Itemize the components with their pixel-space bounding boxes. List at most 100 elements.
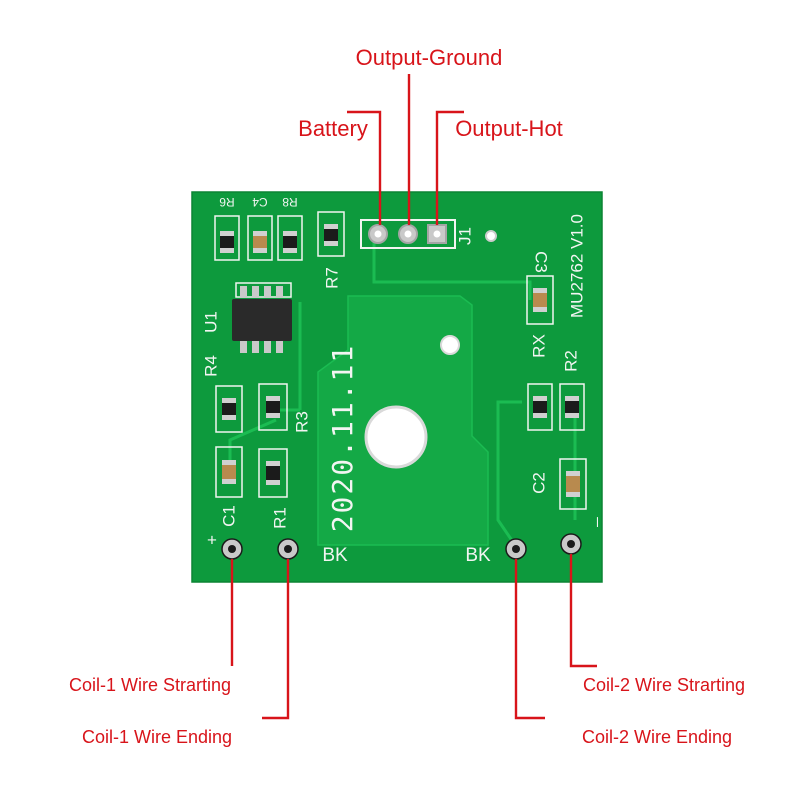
u1-pin <box>264 286 271 298</box>
silkscreen-labels: R6 C4 R8 R7 U1 R4 R3 C1 R1 C3 RX R2 C2 J… <box>201 195 598 566</box>
c4-body <box>253 231 267 253</box>
rx-cap <box>533 413 547 418</box>
label-u1: U1 <box>201 311 220 333</box>
rx-outline <box>527 383 553 431</box>
c1-cap <box>222 479 236 484</box>
label-j1: J1 <box>455 227 474 245</box>
r7-cap <box>324 241 338 246</box>
c1-cap <box>222 460 236 465</box>
label-r6: R6 <box>219 195 235 209</box>
label-r4: R4 <box>201 355 220 377</box>
callout-output-hot: Output-Hot <box>455 116 563 141</box>
c2-cap <box>566 492 580 497</box>
r6-cap <box>220 248 234 253</box>
u1-outline-top <box>235 282 292 298</box>
r8-cap <box>283 231 297 236</box>
rx-body <box>533 396 547 418</box>
r2-body <box>565 396 579 418</box>
mounting-hole-large <box>364 405 428 469</box>
r4-body <box>222 398 236 420</box>
r7-cap <box>324 224 338 229</box>
u1-pin <box>240 286 247 298</box>
r3-cap <box>266 413 280 418</box>
trace-left <box>228 418 277 460</box>
board-model: MU2762 V1.0 <box>567 214 586 318</box>
leader-battery <box>347 110 382 225</box>
label-r2: R2 <box>561 350 580 372</box>
c2-cap <box>566 471 580 476</box>
c3-cap <box>533 288 547 293</box>
coil-pads <box>221 533 582 560</box>
trace-battery <box>372 234 532 300</box>
mounting-hole-small <box>440 335 460 355</box>
r7-body <box>324 224 338 246</box>
r3-body <box>266 396 280 418</box>
pad-coil1-end-hole <box>284 545 292 553</box>
callout-battery: Battery <box>298 116 368 141</box>
c2-outline <box>559 458 587 510</box>
r7-outline <box>317 211 345 257</box>
callout-labels: Output-Ground Battery Output-Hot Coil-1 … <box>69 45 745 747</box>
r2-outline <box>559 383 585 431</box>
u1-pin <box>276 286 283 298</box>
r6-outline <box>214 215 240 261</box>
label-r8: R8 <box>282 195 298 209</box>
callout-coil2-end: Coil-2 Wire Ending <box>582 727 732 747</box>
smd-components <box>214 211 587 510</box>
callout-coil2-start: Coil-2 Wire Strarting <box>583 675 745 695</box>
plus-mark: + <box>207 530 217 549</box>
r8-outline <box>277 215 303 261</box>
c4-cap <box>253 231 267 236</box>
c2-body <box>566 471 580 497</box>
u1-pin <box>240 341 247 353</box>
date-code: 2020.11.11 <box>326 344 359 533</box>
trace-right <box>496 400 522 546</box>
r8-cap <box>283 248 297 253</box>
r6-body <box>220 231 234 253</box>
leader-coil2-end <box>514 559 545 720</box>
bk-left-label: BK <box>322 545 348 566</box>
c3-cap <box>533 307 547 312</box>
r1-body <box>266 461 280 485</box>
label-r3: R3 <box>292 411 311 433</box>
u1-pin <box>252 341 259 353</box>
board-edge <box>191 191 603 583</box>
r4-outline <box>215 385 243 433</box>
r2-cap <box>565 413 579 418</box>
rx-cap <box>533 396 547 401</box>
r6-cap <box>220 231 234 236</box>
r4-cap <box>222 398 236 403</box>
c3-outline <box>526 275 554 325</box>
pcb-board: R6 C4 R8 R7 U1 R4 R3 C1 R1 C3 RX R2 C2 J… <box>191 191 603 583</box>
j1-hole-ground <box>404 230 412 238</box>
callout-coil1-start: Coil-1 Wire Strarting <box>69 675 231 695</box>
c4-cap <box>253 248 267 253</box>
u1-pin <box>252 286 259 298</box>
pad-coil1-start-hole <box>228 545 236 553</box>
r1-cap <box>266 480 280 485</box>
r1-cap <box>266 461 280 466</box>
leader-output-hot <box>435 110 464 225</box>
c1-body <box>222 460 236 484</box>
j1-hole-battery <box>374 230 382 238</box>
c1-outline <box>215 446 243 498</box>
pad-coil2-end-hole <box>512 545 520 553</box>
callout-output-ground: Output-Ground <box>356 45 503 70</box>
label-c4: C4 <box>252 195 268 209</box>
label-r7: R7 <box>322 267 341 289</box>
r4-cap <box>222 415 236 420</box>
leader-coil2-start <box>569 554 597 668</box>
bk-right-label: BK <box>465 545 491 566</box>
r8-body <box>283 231 297 253</box>
r3-cap <box>266 396 280 401</box>
label-r1: R1 <box>270 507 289 529</box>
r2-cap <box>565 396 579 401</box>
label-rx: RX <box>529 334 548 358</box>
label-c3: C3 <box>532 251 551 273</box>
u1-chip <box>232 282 292 353</box>
minus-mark: _ <box>579 517 598 528</box>
c3-body <box>533 288 547 312</box>
j1-hole-hot <box>433 230 441 238</box>
